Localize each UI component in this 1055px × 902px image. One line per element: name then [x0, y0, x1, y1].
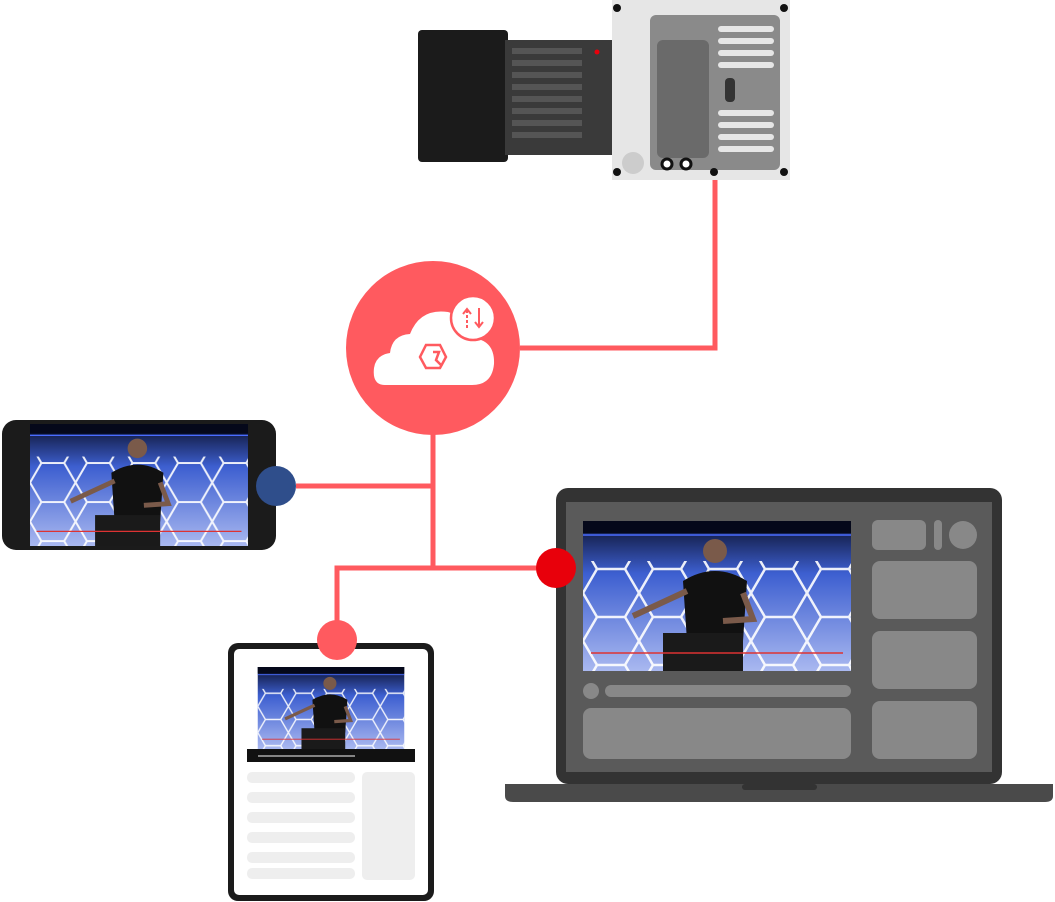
phone-connection-dot: [256, 466, 296, 506]
cloud-hub: [346, 261, 520, 435]
hexagon-logo-icon: [418, 343, 448, 370]
laptop-connection-dot: [536, 548, 576, 588]
camera-lens-hood: [418, 30, 508, 162]
tablet-video-player[interactable]: [255, 667, 407, 749]
upload-download-arrows-icon: [449, 294, 497, 342]
phone-device: [2, 420, 296, 550]
laptop-video-player[interactable]: [583, 521, 851, 671]
tablet-device: [228, 620, 434, 901]
tablet-connection-dot: [317, 620, 357, 660]
connection-lines: [296, 178, 718, 640]
phone-video-player[interactable]: [30, 424, 248, 546]
laptop-device: [505, 488, 1053, 802]
laptop-base: [505, 784, 1053, 802]
camera: [418, 0, 790, 180]
